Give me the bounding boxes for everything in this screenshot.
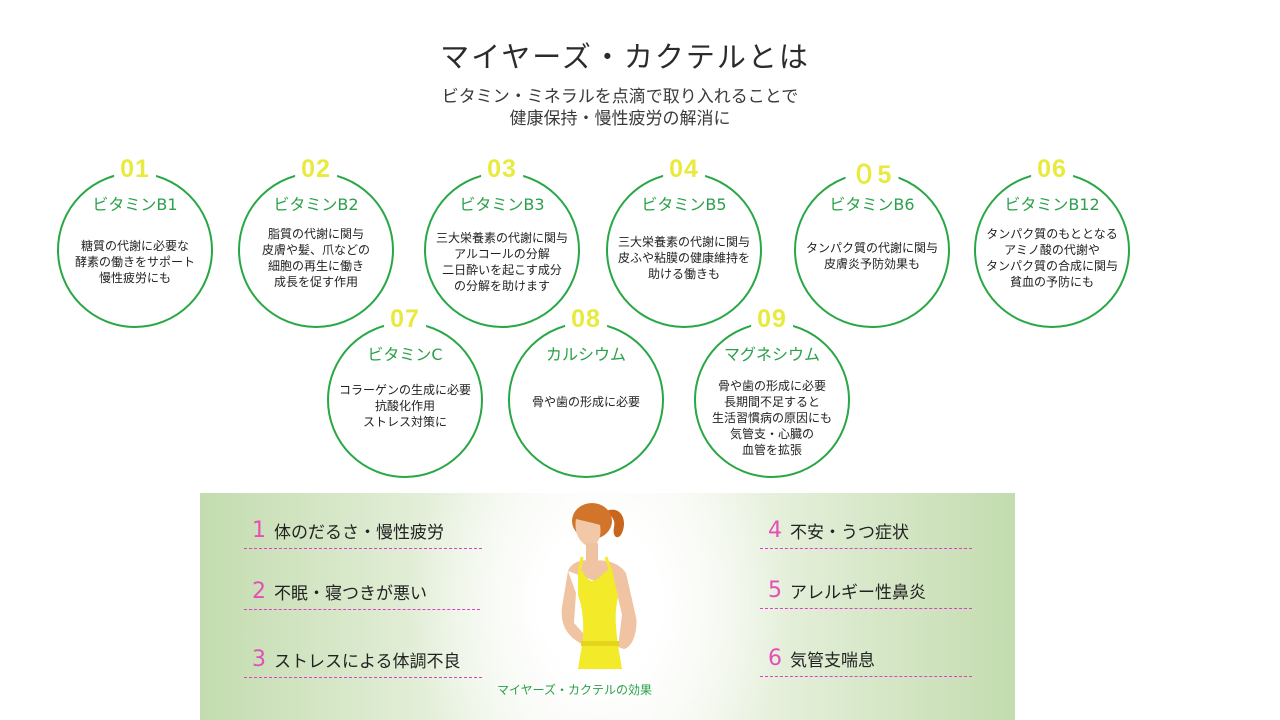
- nutrient-circle-vitamin-b3: 03 ビタミンB3 三大栄養素の代謝に関与 アルコールの分解 二日酔いを起こす成…: [424, 155, 580, 328]
- nutrient-name: ビタミンB12: [1004, 195, 1100, 214]
- description-line: ストレス対策に: [362, 415, 447, 429]
- circle-number: 03: [481, 155, 523, 184]
- effect-number: 5: [768, 578, 782, 603]
- effect-item-1: 1 体のだるさ・慢性疲労: [244, 518, 482, 549]
- description-line: 骨や歯の形成に必要: [717, 379, 826, 393]
- effect-number: 6: [768, 646, 782, 671]
- circle-number: 09: [751, 305, 793, 334]
- circle-number: ０5: [845, 155, 899, 191]
- description-line: 成長を促す作用: [273, 275, 358, 289]
- effect-item-4: 4 不安・うつ症状: [760, 518, 972, 549]
- woman-illustration: [561, 503, 637, 669]
- nutrient-circle-vitamin-b1: 01 ビタミンB1 糖質の代謝に必要な 酵素の働きをサポート 慢性疲労にも: [57, 155, 213, 328]
- circle-number: 06: [1031, 155, 1073, 184]
- nutrient-description: 骨や歯の形成に必要 長期間不足すると 生活習慣病の原因にも 気管支・心臓の 血管…: [700, 378, 844, 458]
- description-line: 気管支・心臓の: [729, 427, 814, 441]
- description-line: 皮膚や髪、爪などの: [261, 243, 370, 257]
- nutrient-description: タンパク質のもととなる アミノ酸の代謝や タンパク質の合成に関与 貧血の予防にも: [980, 226, 1124, 290]
- description-line: 糖質の代謝に必要な: [80, 239, 189, 253]
- effect-text: 気管支喘息: [790, 651, 875, 671]
- nutrient-description: コラーゲンの生成に必要 抗酸化作用 ストレス対策に: [333, 382, 477, 430]
- effect-item-5: 5 アレルギー性鼻炎: [760, 578, 972, 609]
- nutrient-name: カルシウム: [545, 345, 626, 364]
- description-line: 助ける働きも: [647, 267, 720, 281]
- description-line: 脂質の代謝に関与: [267, 227, 364, 241]
- effects-caption: マイヤーズ・カクテルの効果: [497, 683, 653, 697]
- subtitle: ビタミン・ミネラルを点滴で取り入れることで 健康保持・慢性疲労の解消に: [0, 86, 1240, 130]
- circle-number: 08: [565, 305, 607, 334]
- subtitle-line-2: 健康保持・慢性疲労の解消に: [509, 109, 731, 129]
- effect-item-6: 6 気管支喘息: [760, 646, 972, 677]
- nutrient-circle-calcium: 08 カルシウム 骨や歯の形成に必要: [508, 305, 664, 478]
- nutrient-name: マグネシウム: [723, 345, 820, 364]
- description-line: 皮膚炎予防効果も: [823, 257, 920, 271]
- nutrient-description: 三大栄養素の代謝に関与 皮ふや粘膜の健康維持を 助ける働きも: [612, 234, 756, 282]
- nutrient-name: ビタミンB2: [273, 195, 359, 214]
- description-line: 三大栄養素の代謝に関与: [435, 231, 568, 245]
- description-line: タンパク質の合成に関与: [985, 259, 1118, 273]
- subtitle-line-1: ビタミン・ミネラルを点滴で取り入れることで: [441, 87, 799, 107]
- nutrient-name: ビタミンC: [367, 345, 443, 364]
- nutrient-description: 骨や歯の形成に必要: [514, 394, 658, 410]
- description-line: 抗酸化作用: [374, 399, 435, 413]
- nutrient-name: ビタミンB1: [92, 195, 178, 214]
- nutrient-description: 三大栄養素の代謝に関与 アルコールの分解 二日酔いを起こす成分 の分解を助けます: [430, 230, 574, 294]
- circle-number: 01: [114, 155, 156, 184]
- description-line: 皮ふや粘膜の健康維持を: [617, 251, 750, 265]
- effect-item-3: 3 ストレスによる体調不良: [244, 647, 482, 678]
- description-line: 細胞の再生に働き: [267, 259, 364, 273]
- effect-text: ストレスによる体調不良: [274, 652, 461, 672]
- nutrient-circle-vitamin-b2: 02 ビタミンB2 脂質の代謝に関与 皮膚や髪、爪などの 細胞の再生に働き 成長…: [238, 155, 394, 328]
- description-line: 三大栄養素の代謝に関与: [617, 235, 750, 249]
- description-line: 慢性疲労にも: [98, 271, 171, 285]
- nutrient-description: タンパク質の代謝に関与 皮膚炎予防効果も: [800, 240, 944, 272]
- description-line: タンパク質の代謝に関与: [805, 241, 938, 255]
- nutrient-name: ビタミンB5: [641, 195, 727, 214]
- circle-number: 07: [384, 305, 426, 334]
- description-line: アルコールの分解: [454, 247, 550, 261]
- effect-number: 1: [252, 518, 266, 543]
- effect-text: 不眠・寝つきが悪い: [274, 584, 427, 604]
- description-line: 酵素の働きをサポート: [74, 255, 195, 269]
- circle-number: 02: [295, 155, 337, 184]
- effect-number: 2: [252, 579, 266, 604]
- page-title: マイヤーズ・カクテルとは: [440, 40, 810, 74]
- description-line: 骨や歯の形成に必要: [531, 395, 640, 409]
- description-line: 生活習慣病の原因にも: [711, 411, 832, 425]
- nutrient-circle-vitamin-b5: 04 ビタミンB5 三大栄養素の代謝に関与 皮ふや粘膜の健康維持を 助ける働きも: [606, 155, 762, 328]
- effect-text: アレルギー性鼻炎: [790, 583, 926, 603]
- description-line: 長期間不足すると: [723, 395, 820, 409]
- nutrient-circle-vitamin-b6: ０5 ビタミンB6 タンパク質の代謝に関与 皮膚炎予防効果も: [794, 155, 950, 328]
- effect-number: 4: [768, 518, 782, 543]
- description-line: の分解を助けます: [453, 279, 550, 293]
- description-line: 血管を拡張: [741, 443, 802, 457]
- effect-text: 体のだるさ・慢性疲労: [274, 523, 444, 543]
- nutrient-name: ビタミンB3: [459, 195, 545, 214]
- effect-text: 不安・うつ症状: [790, 523, 909, 543]
- circle-number: 04: [663, 155, 705, 184]
- nutrient-description: 糖質の代謝に必要な 酵素の働きをサポート 慢性疲労にも: [63, 238, 207, 286]
- description-line: コラーゲンの生成に必要: [338, 383, 471, 397]
- effect-number: 3: [252, 647, 266, 672]
- nutrient-circle-vitamin-b12: 06 ビタミンB12 タンパク質のもととなる アミノ酸の代謝や タンパク質の合成…: [974, 155, 1130, 328]
- nutrient-name: ビタミンB6: [829, 195, 915, 214]
- description-line: アミノ酸の代謝や: [1004, 243, 1100, 257]
- nutrient-description: 脂質の代謝に関与 皮膚や髪、爪などの 細胞の再生に働き 成長を促す作用: [244, 226, 388, 290]
- effect-item-2: 2 不眠・寝つきが悪い: [244, 579, 480, 610]
- nutrient-circle-magnesium: 09 マグネシウム 骨や歯の形成に必要 長期間不足すると 生活習慣病の原因にも …: [694, 305, 850, 478]
- nutrient-circle-vitamin-c: 07 ビタミンC コラーゲンの生成に必要 抗酸化作用 ストレス対策に: [327, 305, 483, 478]
- description-line: 二日酔いを起こす成分: [442, 263, 562, 277]
- description-line: タンパク質のもととなる: [986, 227, 1118, 241]
- description-line: 貧血の予防にも: [1009, 275, 1094, 289]
